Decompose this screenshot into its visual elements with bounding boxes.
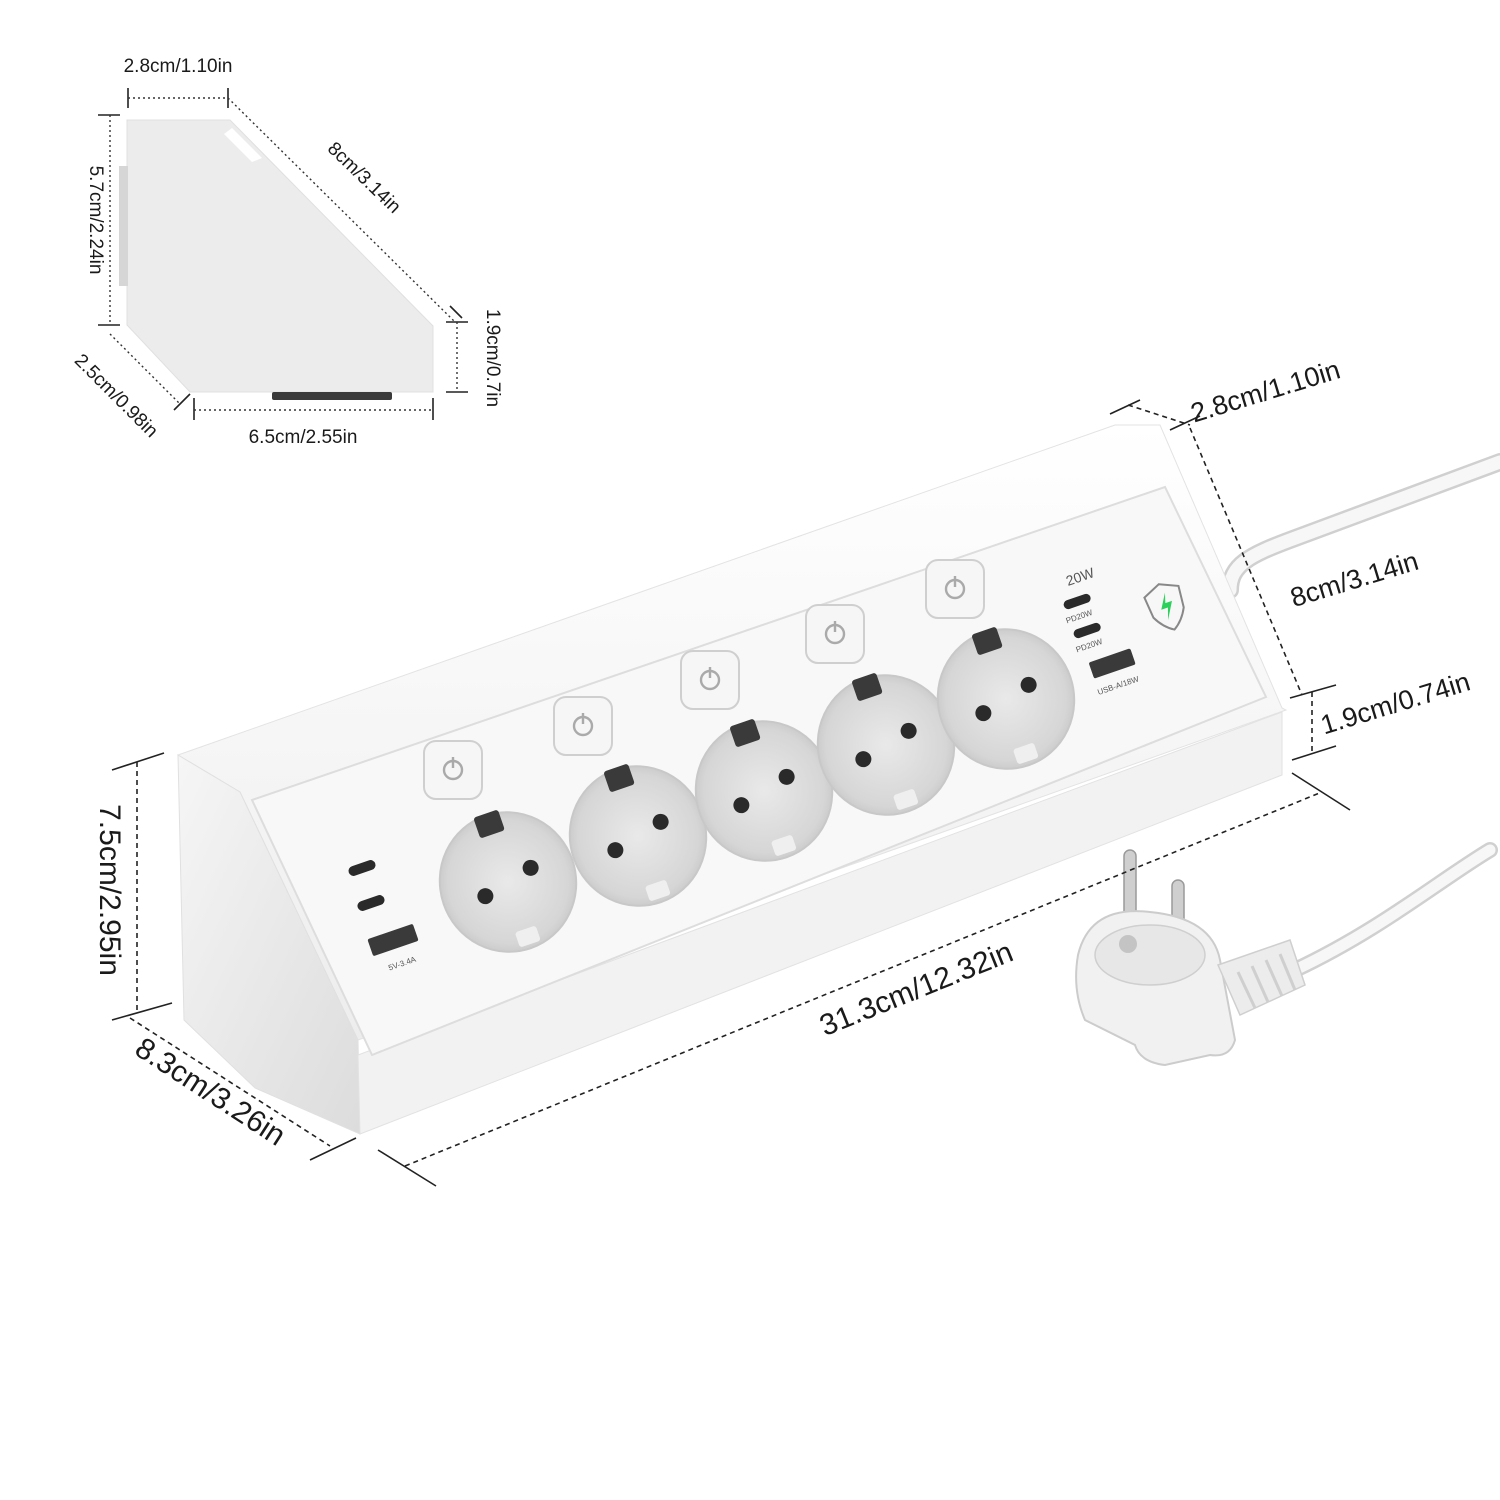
outlet-switch-5[interactable] <box>925 559 985 619</box>
schuko-outlet-1[interactable] <box>420 792 595 971</box>
side-profile-view: 2.8cm/1.10in 8cm/3.14in 5.7cm/2.24in 1.9… <box>70 56 503 448</box>
dim-tick <box>377 1149 437 1187</box>
outlet-switch-4[interactable] <box>805 604 865 664</box>
side-profile-top-highlight <box>224 128 262 162</box>
outlet-switch-3[interactable] <box>680 650 740 710</box>
schuko-outlet-5[interactable] <box>918 609 1093 788</box>
main-length-label: 31.3cm/12.32in <box>815 935 1018 1042</box>
usb-c-port-right-2[interactable] <box>1072 622 1101 640</box>
strip-front-lip <box>357 711 1283 1135</box>
side-bottom-slant-label: 2.5cm/0.98in <box>70 350 162 442</box>
usb-c-port-right-1[interactable] <box>1062 593 1091 611</box>
schuko-outlet-2[interactable] <box>550 746 725 925</box>
outlets <box>420 609 1093 971</box>
side-bottom-width-label: 6.5cm/2.55in <box>249 427 358 448</box>
dim-tick <box>111 1002 173 1021</box>
usb-a-port-left[interactable] <box>367 924 419 957</box>
side-left-height-label: 5.7cm/2.24in <box>85 166 106 275</box>
dim-tick <box>1109 399 1141 415</box>
side-profile-edge <box>119 166 128 286</box>
main-front-height-label: 1.9cm/0.74in <box>1317 666 1474 740</box>
dim-line-top-depth <box>1127 404 1191 426</box>
dim-line-bottom-slant <box>109 333 181 405</box>
side-profile-foot <box>272 392 392 400</box>
main-height-label: 7.5cm/2.95in <box>93 804 126 976</box>
plug-pin-1 <box>1123 849 1137 921</box>
dim-tick <box>1169 415 1201 431</box>
schuko-plug <box>1075 849 1306 1067</box>
dim-tick <box>309 1137 357 1161</box>
power-strip: 5V-3.4A 20W PD20W PD20W USB-A/18W <box>176 424 1288 1135</box>
power-cord <box>1221 453 1500 978</box>
dim-line-length <box>404 791 1323 1167</box>
dim-tick <box>1291 745 1337 761</box>
schuko-outlet-4[interactable] <box>798 655 973 834</box>
dim-line-slant-depth <box>1189 427 1303 696</box>
side-right-height-label: 1.9cm/0.7in <box>482 309 503 407</box>
main-slant-depth-label: 8cm/3.14in <box>1287 546 1422 613</box>
dim-tick <box>111 752 165 771</box>
dim-tick <box>173 393 191 411</box>
side-profile-shape <box>126 119 434 393</box>
usb-c-port-left-2[interactable] <box>356 894 386 913</box>
usb-a-port-right[interactable] <box>1089 648 1136 679</box>
plug-strain-relief <box>1216 939 1306 1017</box>
outlet-switch-2[interactable] <box>553 696 613 756</box>
switch-buttons <box>423 559 985 800</box>
dim-line-base-depth <box>129 1017 331 1147</box>
side-slant-label: 8cm/3.14in <box>323 138 404 218</box>
dim-line-slant <box>227 97 456 323</box>
surge-protection-shield-icon <box>1143 583 1185 631</box>
dim-tick <box>1291 772 1351 811</box>
dim-tick <box>449 305 463 319</box>
main-top-depth-label: 2.8cm/1.10in <box>1187 354 1344 428</box>
outlet-switch-1[interactable] <box>423 740 483 800</box>
side-top-width-label: 2.8cm/1.10in <box>124 56 233 77</box>
usb-c-port-left-1[interactable] <box>347 859 377 878</box>
dim-tick <box>1289 684 1337 699</box>
